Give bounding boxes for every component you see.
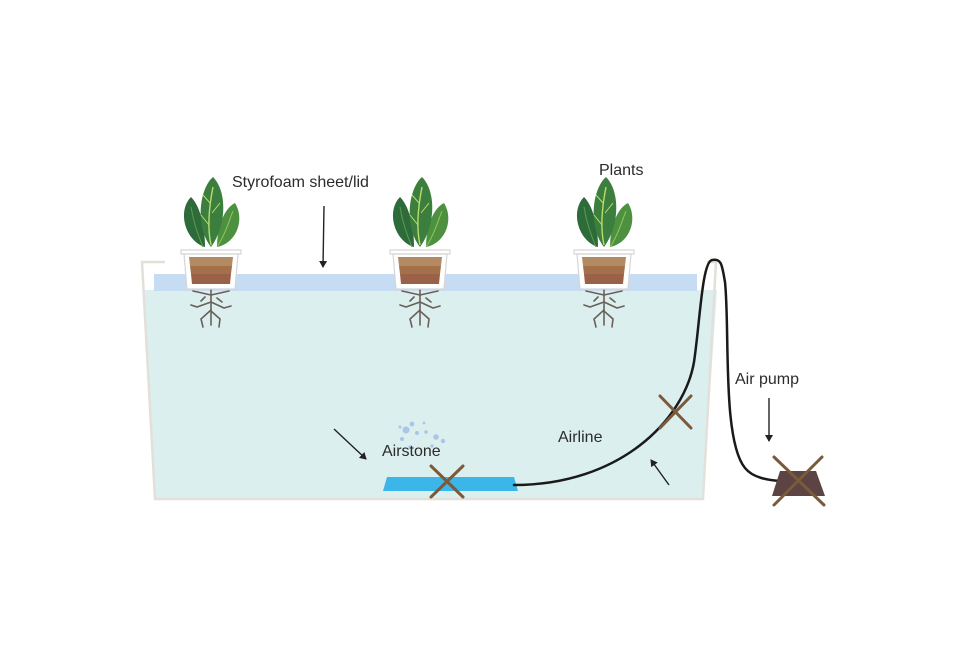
label-airline: Airline <box>558 429 603 446</box>
label-airstone: Airstone <box>382 443 441 460</box>
airline-arrow <box>650 459 670 486</box>
airstone-arrow <box>333 428 367 460</box>
air-pump <box>772 471 825 496</box>
label-air-pump: Air pump <box>735 371 799 388</box>
label-lid: Styrofoam sheet/lid <box>232 174 369 191</box>
x-mark-icon <box>658 394 693 430</box>
water <box>144 290 717 499</box>
water-tank <box>140 260 718 501</box>
air-bubbles <box>398 421 446 449</box>
tank-outline <box>140 260 718 501</box>
air-pump-icon <box>772 471 825 496</box>
airline-tube <box>512 258 782 487</box>
x-mark-icon <box>772 455 826 507</box>
x-mark-icon <box>429 464 465 499</box>
label-plants: Plants <box>599 162 643 179</box>
lid-arrow <box>319 205 328 268</box>
